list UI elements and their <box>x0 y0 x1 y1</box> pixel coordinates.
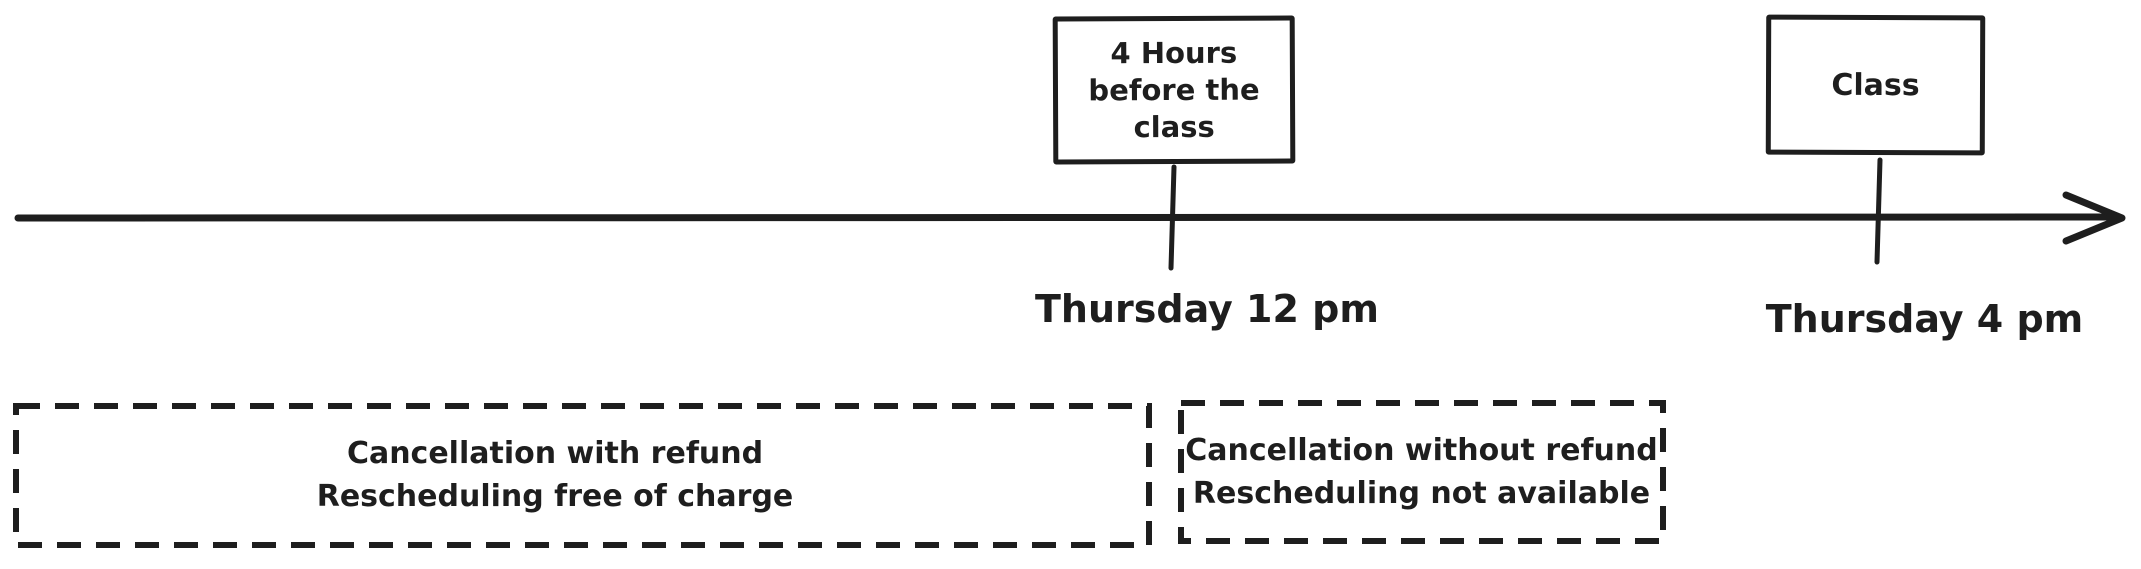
class-box: Class <box>1765 14 1986 156</box>
class-tick-label: Thursday 4 pm <box>1765 297 2084 341</box>
no-refund-policy-line1: Cancellation without refund <box>1185 433 1658 468</box>
timeline-arrowhead <box>2062 191 2126 245</box>
refund-policy-line2: Rescheduling free of charge <box>316 479 794 514</box>
no-refund-policy-line2: Rescheduling not available <box>1192 476 1651 511</box>
deadline-tick-label: Thursday 12 pm <box>1035 287 1379 331</box>
deadline-box-label-line1: 4 Hours <box>1110 35 1238 70</box>
refund-zone-border <box>13 403 1152 548</box>
class-tick <box>1874 157 1883 265</box>
deadline-tick <box>1168 164 1177 271</box>
refund-policy-line1: Cancellation with refund <box>346 436 764 471</box>
deadline-box: 4 Hours before the class <box>1052 15 1296 165</box>
class-box-label: Class <box>1831 67 1920 103</box>
no-refund-policy-zone: Cancellation without refund Rescheduling… <box>1180 402 1663 542</box>
timeline-axis <box>14 213 2116 222</box>
refund-policy-zone: Cancellation with refund Rescheduling fr… <box>15 405 1095 545</box>
no-refund-zone-border <box>1178 400 1666 544</box>
deadline-box-label-line3: class <box>1133 109 1215 144</box>
deadline-box-label-line2: before the <box>1088 72 1260 107</box>
